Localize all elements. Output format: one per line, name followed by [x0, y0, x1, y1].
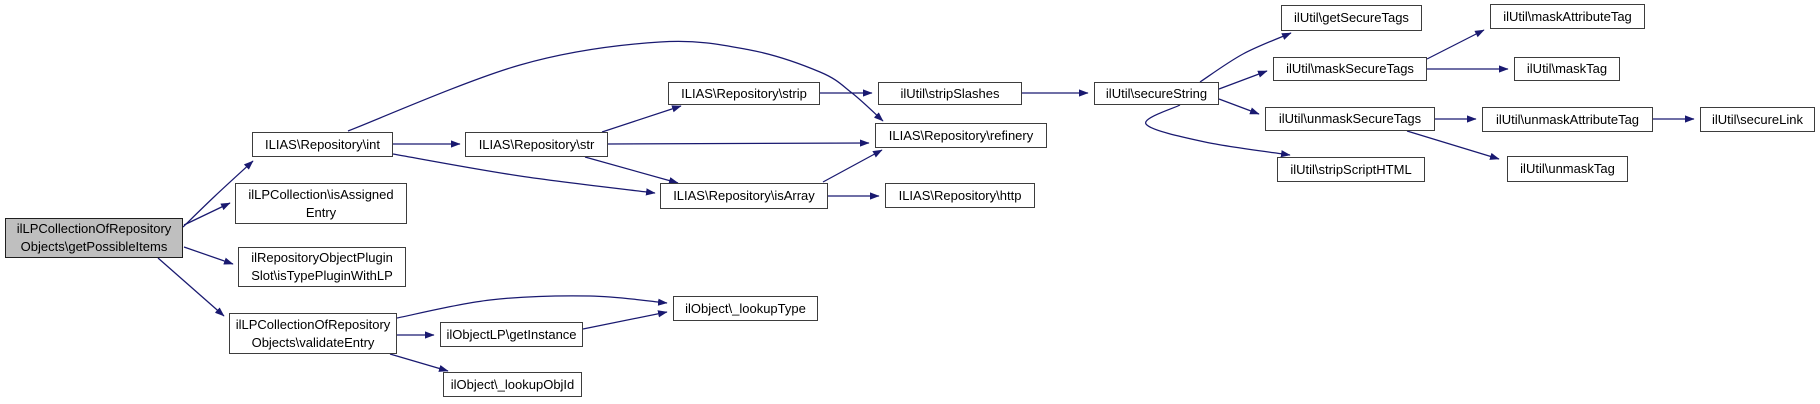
node-label: ILIAS\Repository\int — [265, 136, 380, 152]
edge-validateEntry-to-lookupType — [396, 295, 668, 319]
edge-getInstance-to-lookupType — [582, 310, 668, 330]
node-label: ilRepositoryObjectPlugin — [251, 250, 393, 265]
edge-isArray-to-refinery — [822, 149, 883, 183]
node-http[interactable]: ILIAS\Repository\http — [885, 183, 1035, 208]
node-label: ilLPCollectionOfRepository — [235, 316, 391, 332]
node-label: ILIAS\Repository\strip — [681, 85, 807, 101]
node-label: ILIAS\Repository\str — [478, 136, 595, 152]
node-stripSlashes[interactable]: ilUtil\stripSlashes — [878, 82, 1022, 105]
edge-int-to-isArray — [392, 153, 656, 196]
node-lookupObjId[interactable]: ilObject\_lookupObjId — [443, 372, 582, 397]
edge-getPossibleItems-to-isAssignedEntry — [183, 202, 231, 226]
edge-getPossibleItems-to-isTypePluginWithLP — [183, 246, 234, 265]
edge-secureString-to-unmaskSecureTags — [1218, 98, 1260, 115]
edge-secureString-to-stripScriptHTML — [1145, 104, 1291, 158]
node-isArray[interactable]: ILIAS\Repository\isArray — [660, 183, 828, 209]
node-label: ilUtil\getSecureTags — [1294, 10, 1409, 25]
node-label: ilLPCollectionOfRepository — [16, 221, 172, 236]
node-label: ilUtil\secureLink — [1711, 111, 1804, 127]
node-label: Objects\validateEntry — [251, 334, 375, 350]
node-maskTag[interactable]: ilUtil\maskTag — [1514, 57, 1620, 81]
node-label: ilUtil\secureString — [1105, 85, 1208, 101]
edge-validateEntry-to-lookupObjId — [389, 353, 449, 372]
node-label: ILIAS\Repository\http — [898, 187, 1022, 203]
node-label: ilObject\_lookupType — [685, 300, 806, 316]
edge-getPossibleItems-to-validateEntry — [157, 257, 225, 317]
node-int[interactable]: ILIAS\Repository\int — [252, 132, 393, 157]
edge-int-to-refinery — [347, 40, 884, 132]
edge-unmaskSecureTags-to-unmaskTag — [1406, 130, 1500, 160]
node-maskSecureTags[interactable]: ilUtil\maskSecureTags — [1273, 57, 1427, 81]
node-label: Slot\isTypePluginWithLP — [251, 268, 393, 283]
edge-secureString-to-maskSecureTags — [1218, 70, 1268, 90]
node-label: ilObjectLP\getInstance — [446, 326, 577, 342]
node-label: ilUtil\maskTag — [1526, 61, 1608, 76]
node-refinery[interactable]: ILIAS\Repository\refinery — [875, 123, 1047, 148]
node-str[interactable]: ILIAS\Repository\str — [465, 132, 608, 157]
node-secureString[interactable]: ilUtil\secureString — [1094, 82, 1219, 105]
node-label: ilUtil\stripSlashes — [900, 85, 1000, 101]
node-getSecureTags[interactable]: ilUtil\getSecureTags — [1281, 5, 1422, 31]
edge-maskSecureTags-to-maskAttributeTag — [1426, 29, 1485, 60]
node-stripScriptHTML[interactable]: ilUtil\stripScriptHTML — [1277, 157, 1425, 182]
node-unmaskSecureTags[interactable]: ilUtil\unmaskSecureTags — [1265, 107, 1435, 131]
edge-str-to-isArray — [584, 156, 679, 185]
node-maskAttributeTag[interactable]: ilUtil\maskAttributeTag — [1490, 4, 1645, 29]
node-label: ilObject\_lookupObjId — [450, 376, 575, 392]
node-label: ilUtil\unmaskSecureTags — [1278, 111, 1422, 126]
node-label: ilUtil\maskAttributeTag — [1503, 8, 1632, 24]
node-secureLink[interactable]: ilUtil\secureLink — [1700, 107, 1815, 132]
edge-str-to-strip — [601, 105, 682, 133]
node-label: ilUtil\maskSecureTags — [1286, 61, 1414, 76]
node-getInstance[interactable]: ilObjectLP\getInstance — [440, 322, 583, 347]
edge-secureString-to-getSecureTags — [1199, 32, 1292, 83]
node-label: Objects\getPossibleItems — [20, 239, 168, 254]
node-label: Entry — [305, 204, 337, 220]
edge-getPossibleItems-to-int — [182, 160, 254, 228]
node-label: ILIAS\Repository\isArray — [673, 188, 815, 203]
node-lookupType[interactable]: ilObject\_lookupType — [673, 296, 818, 321]
node-label: ilUtil\unmaskAttributeTag — [1495, 111, 1640, 127]
node-unmaskAttributeTag[interactable]: ilUtil\unmaskAttributeTag — [1482, 107, 1653, 132]
node-label: ilLPCollection\isAssigned — [248, 186, 394, 202]
node-unmaskTag[interactable]: ilUtil\unmaskTag — [1507, 156, 1628, 182]
node-label: ilUtil\unmaskTag — [1520, 161, 1615, 176]
edge-str-to-refinery — [607, 139, 870, 147]
node-strip[interactable]: ILIAS\Repository\strip — [668, 82, 820, 105]
node-label: ILIAS\Repository\refinery — [888, 127, 1034, 143]
node-label: ilUtil\stripScriptHTML — [1290, 161, 1412, 177]
